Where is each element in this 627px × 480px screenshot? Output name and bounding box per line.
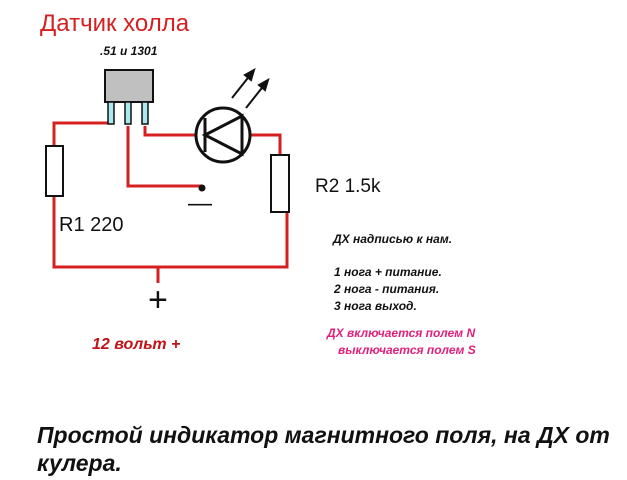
r2-label: R2 1.5k bbox=[315, 176, 381, 197]
orientation-note: ДХ надписью к нам. bbox=[333, 232, 453, 246]
on-field-note: ДХ включается полем N bbox=[327, 326, 476, 340]
wire-led-to-r2 bbox=[250, 133, 282, 155]
r1-label: R1 220 bbox=[59, 214, 124, 236]
wire-pin2-to-minus bbox=[126, 126, 202, 188]
hall-sensor-body bbox=[104, 69, 154, 103]
hall-sensor-pin-3 bbox=[141, 101, 149, 125]
hall-sensor-pin-2 bbox=[124, 101, 132, 125]
off-field-note: выключается полем S bbox=[338, 343, 476, 357]
pin-note-2: 2 нога - питания. bbox=[334, 282, 440, 296]
led-icon bbox=[194, 106, 252, 164]
minus-symbol: — bbox=[188, 190, 212, 217]
wire-pin1-to-r1 bbox=[52, 121, 110, 146]
sensor-part-label: .51 и 1301 bbox=[100, 44, 158, 58]
wires bbox=[52, 121, 289, 283]
wire-pin3-to-led bbox=[143, 126, 196, 137]
resistor-r1 bbox=[45, 145, 64, 197]
supply-voltage-label: 12 вольт + bbox=[92, 336, 181, 353]
resistor-r2 bbox=[270, 154, 290, 213]
light-emission-arrows-icon bbox=[231, 67, 270, 109]
diagram-caption: Простой индикатор магнитного поля, на ДХ… bbox=[37, 422, 610, 476]
pin-note-3: 3 нога выход. bbox=[334, 299, 417, 313]
pin-note-1: 1 нога + питание. bbox=[334, 265, 442, 279]
plus-symbol: + bbox=[148, 281, 168, 319]
wire-r1-to-rail bbox=[52, 196, 289, 269]
minus-terminal-dot bbox=[198, 184, 206, 192]
hall-sensor-pin-1 bbox=[107, 101, 115, 125]
diagram-title: Датчик холла bbox=[40, 10, 190, 37]
